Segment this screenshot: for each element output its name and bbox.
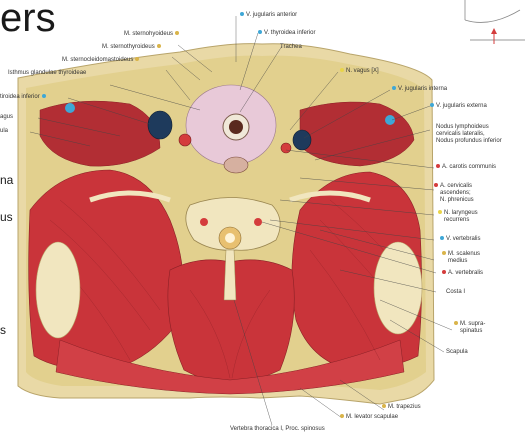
scapula-left [36, 242, 80, 338]
carotid-right [281, 143, 291, 153]
label-m-trapezius: M. trapezius [380, 404, 421, 411]
jugular-vein-left [148, 111, 172, 139]
muscle-marker-icon [454, 321, 458, 325]
jugular-vein-right [293, 130, 311, 150]
label-nodus-lymphoideus: Nodus lymphoideus cervicalis lateralis, … [436, 124, 502, 145]
label-m-sternothyroideus: M. sternothyroideus [102, 44, 163, 51]
muscle-marker-icon [442, 251, 446, 255]
label-m-sternocleidomastoideus: M. sternocleidomastoideus [62, 57, 141, 64]
esophagus [224, 157, 248, 173]
external-jugular-left [65, 103, 75, 113]
label-n-vagus: N. vagus [X] [338, 68, 379, 75]
label-n-laryngeus-recurrens: N. laryngeus recurrens [436, 210, 478, 224]
carotid-left [179, 134, 191, 146]
muscle-marker-icon [135, 57, 139, 61]
vein-marker-icon [258, 30, 262, 34]
label-scapula: Scapula [446, 349, 468, 356]
scapula-right [374, 242, 422, 334]
label-v-jugularis-interna: V. jugularis interna [390, 86, 447, 93]
external-jugular-right [385, 115, 395, 125]
label-m-levator-scapulae: M. levator scapulae [338, 414, 398, 421]
label-left-tiroidea: tiroidea inferior [0, 94, 48, 101]
label-a-cervicalis-ascendens: A. cervicalis ascendens; N. phrenicus [432, 183, 474, 204]
artery-marker-icon [436, 164, 440, 168]
spinous-process [224, 250, 236, 300]
label-m-scalenus-medius: M. scalenus medius [440, 251, 480, 265]
label-m-sternohyoideus: M. sternohyoideus [124, 31, 181, 38]
label-a-carotis-communis: A. carotis communis [434, 164, 496, 171]
muscle-marker-icon [157, 44, 161, 48]
nerve-marker-icon [438, 210, 442, 214]
vein-marker-icon [392, 86, 396, 90]
label-v-jugularis-anterior: V. jugularis anterior [238, 12, 297, 19]
artery-marker-icon [434, 183, 438, 187]
artery-marker-icon [442, 270, 446, 274]
label-v-thyroidea-inferior: V. thyroidea inferior [256, 30, 315, 37]
vein-marker-icon [240, 12, 244, 16]
label-a-vertebralis: A. vertebralis [440, 270, 483, 277]
label-costa-i: Costa I [446, 289, 465, 296]
nerve-marker-icon [340, 68, 344, 72]
label-m-supraspinatus: M. supra- spinatus [452, 321, 485, 335]
label-trachea: Trachea [280, 44, 302, 51]
label-left-agus: agus [0, 114, 13, 121]
vein-marker-icon [430, 103, 434, 107]
corner-inset-sketch [465, 0, 525, 44]
label-v-jugularis-externa: V. jugularis externa [428, 103, 487, 110]
muscle-marker-icon [175, 31, 179, 35]
muscle-marker-icon [382, 404, 386, 408]
muscle-marker-icon [340, 414, 344, 418]
label-isthmus: Isthmus glandulae thyroideae [8, 70, 86, 77]
label-vertebra-thoracica: Vertebra thoracica I, Proc. spinosus [230, 426, 325, 433]
label-left-ula: ula [0, 128, 8, 135]
label-v-vertebralis: V. vertebralis [438, 236, 480, 243]
vein-marker-icon [42, 94, 46, 98]
vein-marker-icon [440, 236, 444, 240]
